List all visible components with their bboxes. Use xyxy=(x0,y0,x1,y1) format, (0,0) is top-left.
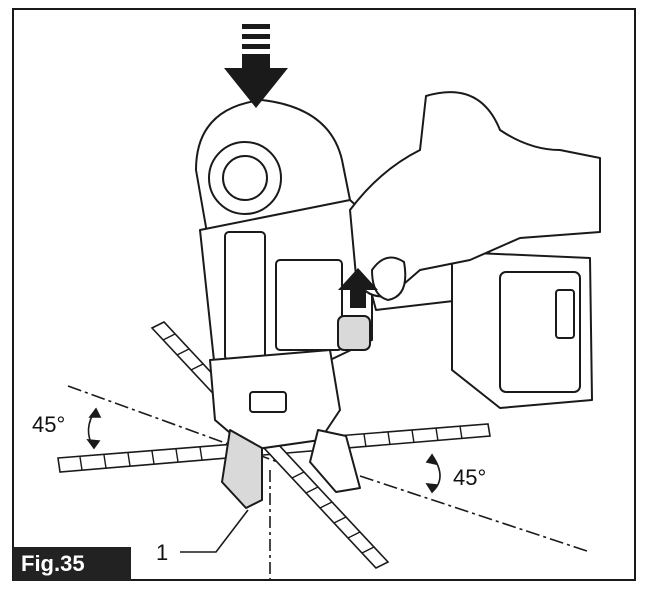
tool-front-panel xyxy=(275,259,343,351)
right-reference-line xyxy=(359,475,591,553)
angle-arcs xyxy=(86,407,441,494)
right-arc-head-top xyxy=(425,453,438,466)
push-up-arrow-icon xyxy=(338,268,378,308)
battery-indicator xyxy=(555,289,575,339)
left-arc-head-bottom xyxy=(86,439,101,450)
tool-trigger xyxy=(337,315,371,351)
operator-finger xyxy=(371,256,407,301)
left-arc-head-top xyxy=(88,407,102,418)
rebar-tier-tool xyxy=(195,91,601,509)
tool-right-arm xyxy=(309,429,361,493)
angle-right-label: 45° xyxy=(453,465,487,490)
tool-reel-hub xyxy=(222,155,268,201)
callout-number: 1 xyxy=(156,540,169,565)
right-arc-head-bottom xyxy=(425,483,439,494)
figure-frame xyxy=(12,8,636,581)
figure-label: Fig.35 xyxy=(13,547,131,581)
tool-nose-plate xyxy=(249,391,287,413)
tool-left-arm xyxy=(221,429,263,509)
press-down-arrow-icon xyxy=(224,24,288,108)
callout-leader-line xyxy=(180,509,249,553)
angle-left-label: 45° xyxy=(32,412,66,437)
